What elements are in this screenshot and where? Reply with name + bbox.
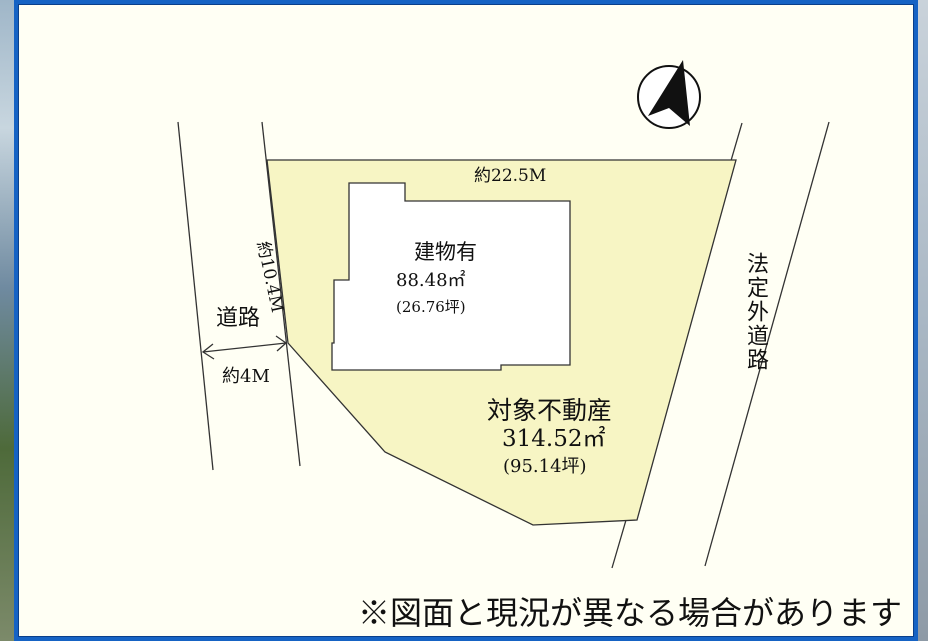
disclaimer-note: ※図面と現況が異なる場合があります (357, 594, 902, 632)
road-right-edge-line (261, 121, 301, 467)
north-arrow-icon (637, 60, 701, 129)
building-footprint (331, 182, 571, 371)
outside-road-right-line (704, 121, 830, 567)
road-width-label: 約4M (222, 366, 270, 387)
road-left-edge-line (177, 121, 214, 471)
property-area-tsubo: (95.14坪) (503, 456, 587, 477)
background-photo-left (0, 0, 14, 641)
road-label: 道路 (216, 306, 261, 331)
building-area-tsubo: (26.76坪) (396, 298, 466, 316)
plan-frame-inner-border (18, 4, 914, 637)
double-arrow-icon (201, 335, 288, 360)
depth-dimension-label: 約22.5M (474, 166, 547, 186)
building-label: 建物有 (414, 240, 477, 264)
outside-road-label: 法定外道路 (743, 252, 768, 372)
building-area: 88.48㎡ (396, 270, 466, 291)
property-label: 対象不動産 (487, 396, 613, 425)
property-area: 314.52㎡ (502, 426, 606, 452)
